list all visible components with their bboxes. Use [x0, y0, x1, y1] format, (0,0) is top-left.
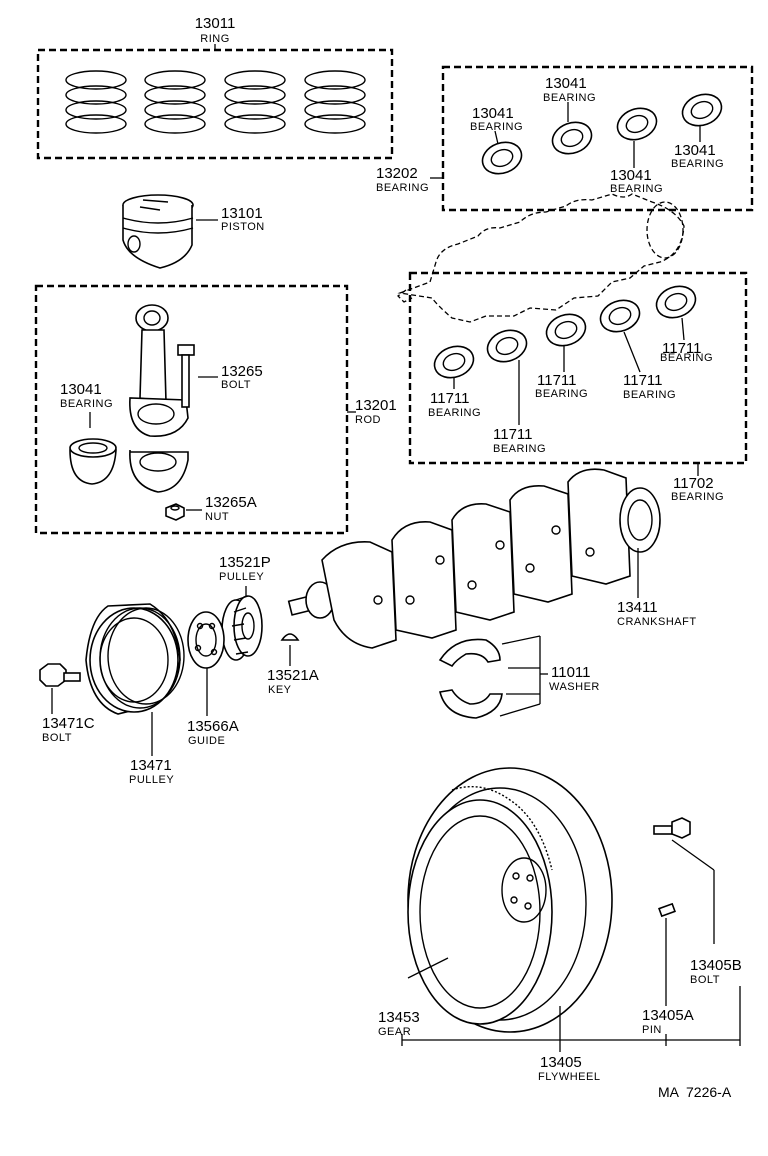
lower-bearing-1-number: 11711: [430, 390, 470, 407]
lower-bearing-3-number: 11711: [537, 372, 577, 389]
rod-bolt-label: BOLT: [221, 379, 251, 391]
upper-bearing-4-label: BEARING: [671, 158, 724, 170]
guide-drawing: [187, 611, 225, 669]
piston-drawing: [122, 194, 194, 269]
flywheel-pin-number: 13405A: [642, 1007, 694, 1024]
crankshaft-ghost-drawing: [397, 193, 685, 323]
lower-bearing-4-number: 11711: [623, 372, 663, 389]
piston-number: 13101: [221, 205, 263, 222]
thrust-washers-drawing: [438, 638, 503, 719]
ring-set-box: [36, 44, 394, 160]
rod-cap-drawing: [129, 449, 189, 493]
flywheel-bolt-drawing: [653, 817, 691, 839]
lower-bearing-4-label: BEARING: [623, 389, 676, 401]
lower-bearing-shells-drawing: [433, 285, 697, 379]
rod-number: 13201: [355, 397, 397, 414]
rod-nut-label: NUT: [205, 511, 229, 523]
upper-bearing-3-number: 13041: [610, 167, 652, 184]
flywheel-pin-label: PIN: [642, 1024, 662, 1036]
lower-bearing-5-label: BEARING: [660, 352, 713, 364]
rod-bearing-drawing: [69, 438, 117, 485]
lower-bearing-2-number: 11711: [493, 426, 533, 443]
rod-label: ROD: [355, 414, 381, 426]
flywheel-pin-drawing: [658, 902, 676, 918]
upper-bearing-2-number: 13041: [545, 75, 587, 92]
connecting-rod-drawing: [129, 304, 189, 437]
upper-bearing-set-label: BEARING: [376, 182, 429, 194]
guide-label: GUIDE: [188, 735, 225, 747]
rod-bearing-label: BEARING: [60, 398, 113, 410]
lower-bearing-2-label: BEARING: [493, 443, 546, 455]
washer-label: WASHER: [549, 681, 600, 693]
rod-assembly-box: [34, 284, 356, 535]
upper-bearing-4-number: 13041: [674, 142, 716, 159]
ring-gear-number: 13453: [378, 1009, 420, 1026]
timing-pulley-number: 13521P: [219, 554, 271, 571]
crank-pulley-drawing: [85, 603, 185, 715]
timing-pulley-label: PULLEY: [219, 571, 264, 583]
ring-number: 13011: [195, 15, 236, 32]
flywheel-label: FLYWHEEL: [538, 1071, 600, 1083]
pulley-bolt-drawing: [39, 663, 81, 687]
crank-pulley-number: 13471: [130, 757, 172, 774]
rod-nut-number: 13265A: [205, 494, 257, 511]
flywheel-bolt-label: BOLT: [690, 974, 720, 986]
lower-bearing-set-box: [408, 271, 748, 476]
rod-nut-drawing: [165, 503, 185, 521]
flywheel-drawing: [407, 767, 613, 1033]
ring-gear-label: GEAR: [378, 1026, 411, 1038]
piston-rings-drawing: [65, 70, 366, 134]
crank-pulley-label: PULLEY: [129, 774, 174, 786]
upper-bearing-3-label: BEARING: [610, 183, 663, 195]
lower-bearing-set-label: BEARING: [671, 491, 724, 503]
upper-bearing-1-number: 13041: [472, 105, 514, 122]
ring-label: RING: [200, 33, 230, 45]
upper-bearing-2-label: BEARING: [543, 92, 596, 104]
diagram-code: MA 7226-A: [658, 1084, 732, 1100]
flywheel-assembly-bracket: [401, 986, 741, 1052]
crankshaft-number: 13411: [617, 599, 658, 616]
upper-bearing-shells-drawing: [481, 93, 723, 175]
lower-bearing-3-label: BEARING: [535, 388, 588, 400]
guide-number: 13566A: [187, 718, 239, 735]
pulley-bolt-number: 13471C: [42, 715, 95, 732]
lower-bearing-1-label: BEARING: [428, 407, 481, 419]
upper-bearing-1-label: BEARING: [470, 121, 523, 133]
washer-number: 11011: [551, 664, 591, 681]
timing-pulley-drawing: [221, 595, 263, 661]
rod-bolt-drawing: [177, 344, 195, 408]
pulley-bolt-label: BOLT: [42, 732, 72, 744]
flywheel-number: 13405: [540, 1054, 582, 1071]
rod-bearing-number: 13041: [60, 381, 102, 398]
key-number: 13521A: [267, 667, 319, 684]
key-drawing: [280, 633, 300, 641]
lower-bearing-5-number: 11711: [662, 340, 702, 357]
flywheel-bolt-number: 13405B: [690, 957, 742, 974]
crankshaft-drawing: [287, 468, 661, 649]
upper-bearing-set-number: 13202: [376, 165, 418, 182]
rod-bolt-number: 13265: [221, 363, 263, 380]
crankshaft-label: CRANKSHAFT: [617, 616, 697, 628]
upper-bearing-set-box: [430, 65, 754, 212]
piston-label: PISTON: [221, 221, 265, 233]
lower-bearing-set-number: 11702: [673, 475, 714, 492]
key-label: KEY: [268, 684, 292, 696]
